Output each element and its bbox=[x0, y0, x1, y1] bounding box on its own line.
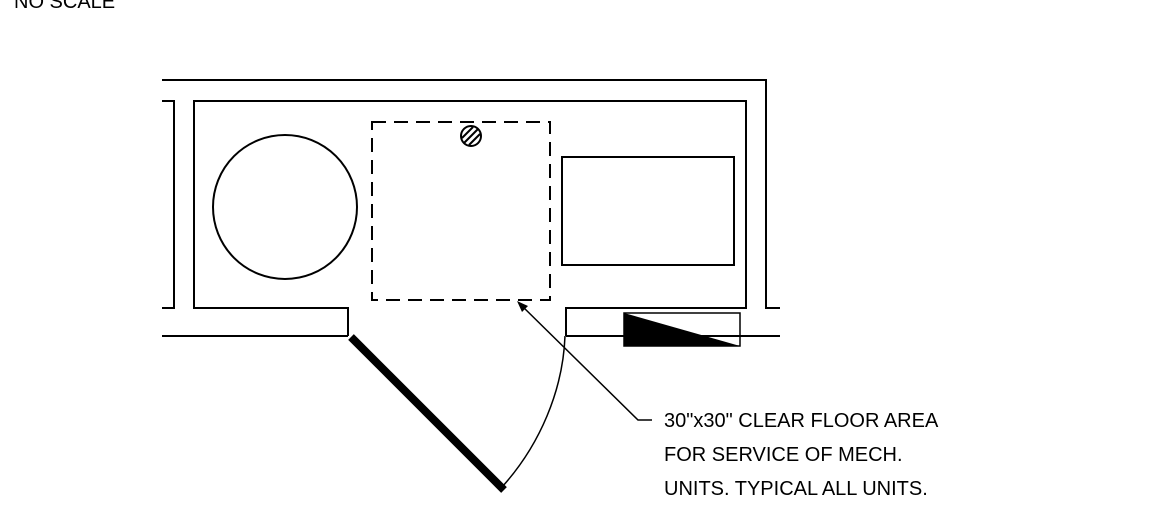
door-leaf bbox=[348, 334, 507, 493]
callout-line-1: 30"x30" CLEAR FLOOR AREA bbox=[664, 410, 939, 432]
clear-floor-area bbox=[371, 121, 551, 301]
scale-note: NO SCALE bbox=[14, 0, 115, 13]
mechanical-unit bbox=[561, 156, 735, 266]
callout-line-3: UNITS. TYPICAL ALL UNITS. bbox=[664, 478, 928, 500]
callout-line-2: FOR SERVICE OF MECH. bbox=[664, 444, 903, 466]
floor-drain-slash bbox=[468, 133, 481, 146]
left-wall-stub bbox=[162, 100, 175, 309]
outer-wall bbox=[162, 79, 780, 309]
closet-inner-wall bbox=[193, 100, 747, 336]
callout-leader bbox=[519, 303, 652, 421]
callout-arrowhead bbox=[517, 301, 528, 312]
floor-drain-slash bbox=[461, 126, 474, 139]
water-heater-circle bbox=[212, 134, 358, 280]
floor-drain-slash bbox=[463, 128, 479, 144]
door-swing-arc bbox=[501, 335, 566, 488]
floor-drain-icon bbox=[460, 125, 482, 147]
wall-register-wedge bbox=[624, 313, 740, 346]
